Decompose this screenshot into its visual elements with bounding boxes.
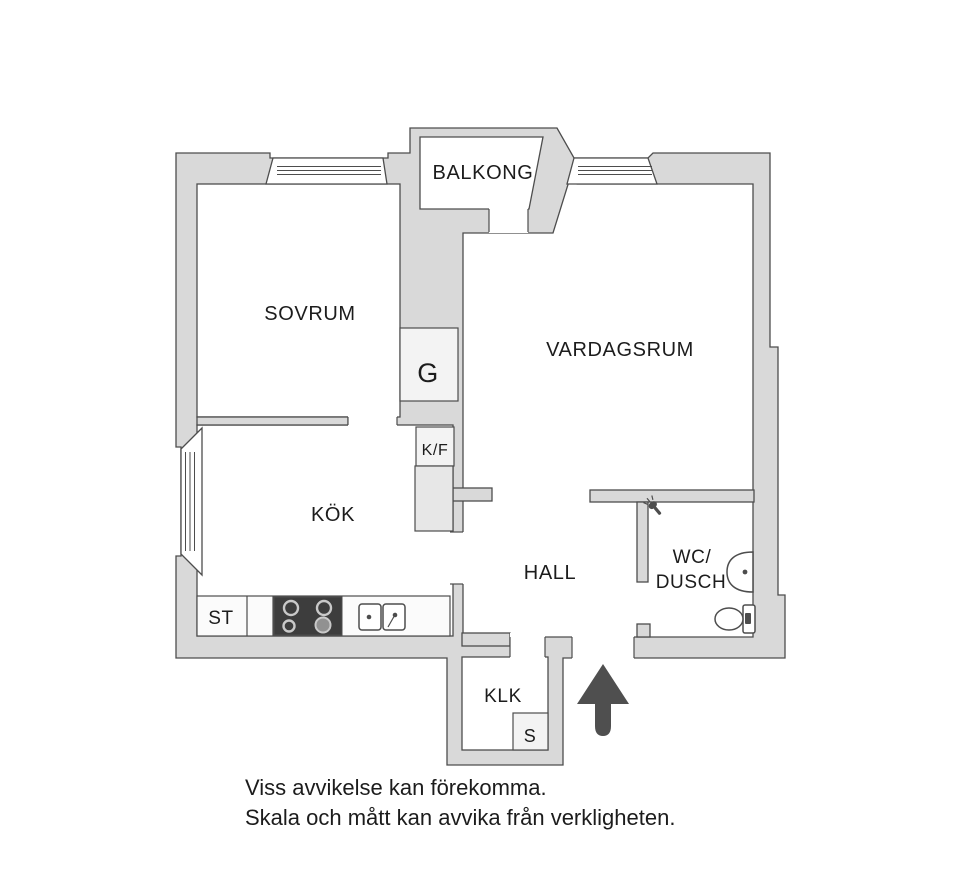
shower-icon [643,495,662,515]
room-vardagsrum-hall [462,176,754,638]
wall-sovrum-kok [196,416,349,426]
fixture-label-storage-s: S [524,726,537,746]
toilet-icon [714,604,756,634]
room-label-vardagsrum: VARDAGSRUM [546,339,694,361]
fixture-label-wardrobe: G [417,358,439,388]
window-icon-sovrum [265,157,388,185]
room-label-kok: KÖK [311,504,355,526]
fixture-label-fridge-freezer: K/F [422,442,449,459]
entrance-arrow-icon [577,664,629,736]
kitchen-counter [196,595,451,637]
kok-hall-door-opening [448,532,465,584]
room-label-wc-line2: DUSCH [656,572,727,593]
balcony-door-opening [489,208,528,233]
disclaimer-line-1: Viss avvikelse kan förekomma. [245,775,547,800]
window-icon-kok [180,426,203,577]
sovrum-door-opening [348,415,397,427]
wall-vardagsrum-wc [589,489,755,503]
room-label-sovrum: SOVRUM [264,303,355,325]
room-label-klk: KLK [484,686,522,707]
stove-icon [273,596,343,636]
room-balkong [419,136,544,210]
storage-s-box [512,712,549,751]
wall-klk-stub [461,632,511,647]
wardrobe-g-box [399,327,459,402]
room-label-wc-line1: WC/ [673,547,712,568]
entrance-door-opening [572,633,634,659]
window-icon-vardagsrum [566,157,658,185]
disclaimer-line-2: Skala och mått kan avvika från verklighe… [245,805,675,830]
door-openings [347,208,635,659]
wall-entrance-bump [636,623,651,638]
kitchen-sink-icon [358,603,406,631]
fridge-freezer-box [415,426,455,467]
fixture-label-cleaning-closet: ST [208,608,233,629]
klk-door-opening [510,633,545,658]
kitchen-tall-cabinet [414,465,454,532]
wall-wc-partition [636,501,649,583]
washbasin-icon [726,551,754,593]
room-label-hall: HALL [524,562,576,584]
room-label-balkong: BALKONG [433,162,534,184]
room-sovrum [196,183,401,418]
wall-hall-stub-left [452,487,493,502]
